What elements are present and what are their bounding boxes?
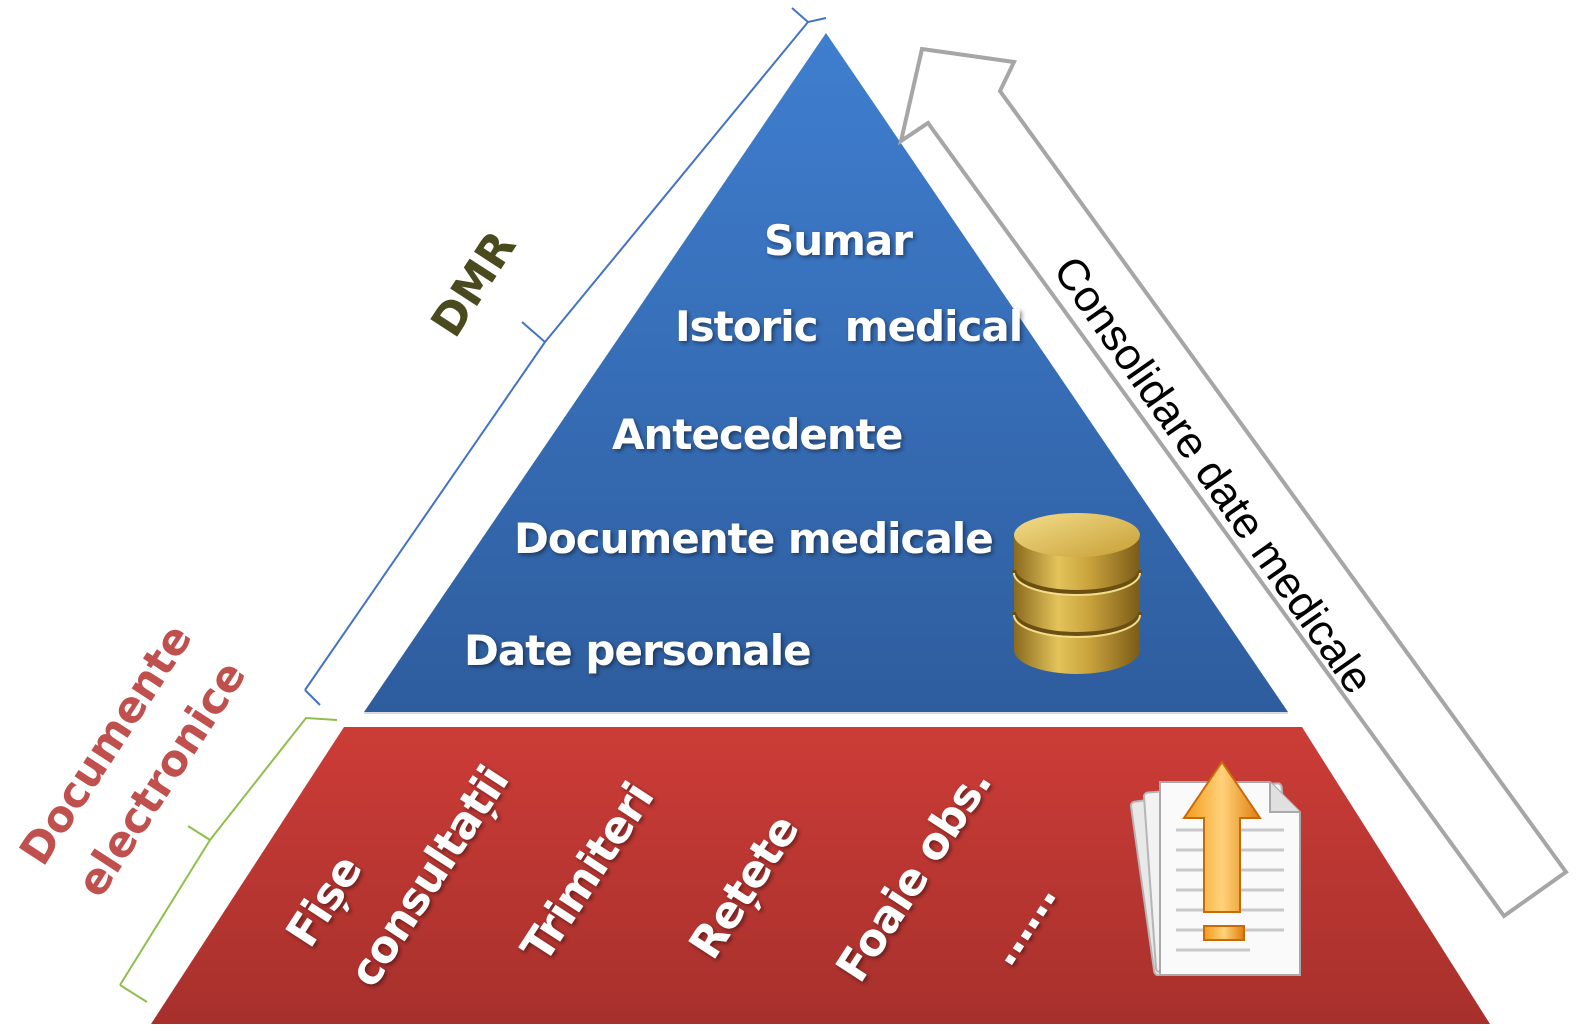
top-item-sumar: Sumar <box>764 216 913 265</box>
top-item-documente-medicale: Documente medicale <box>514 514 993 563</box>
database-icon <box>1012 513 1142 674</box>
dmr-bracket <box>304 7 827 706</box>
consolidation-arrow <box>897 46 1569 919</box>
top-item-date-personale: Date personale <box>464 626 811 675</box>
documente-bracket <box>119 716 338 1003</box>
dmr-label: DMR <box>421 222 526 346</box>
document-upload-icon <box>1129 760 1301 977</box>
top-item-istoric: Istoric medical <box>675 302 1022 351</box>
top-item-antecedente: Antecedente <box>612 410 902 459</box>
